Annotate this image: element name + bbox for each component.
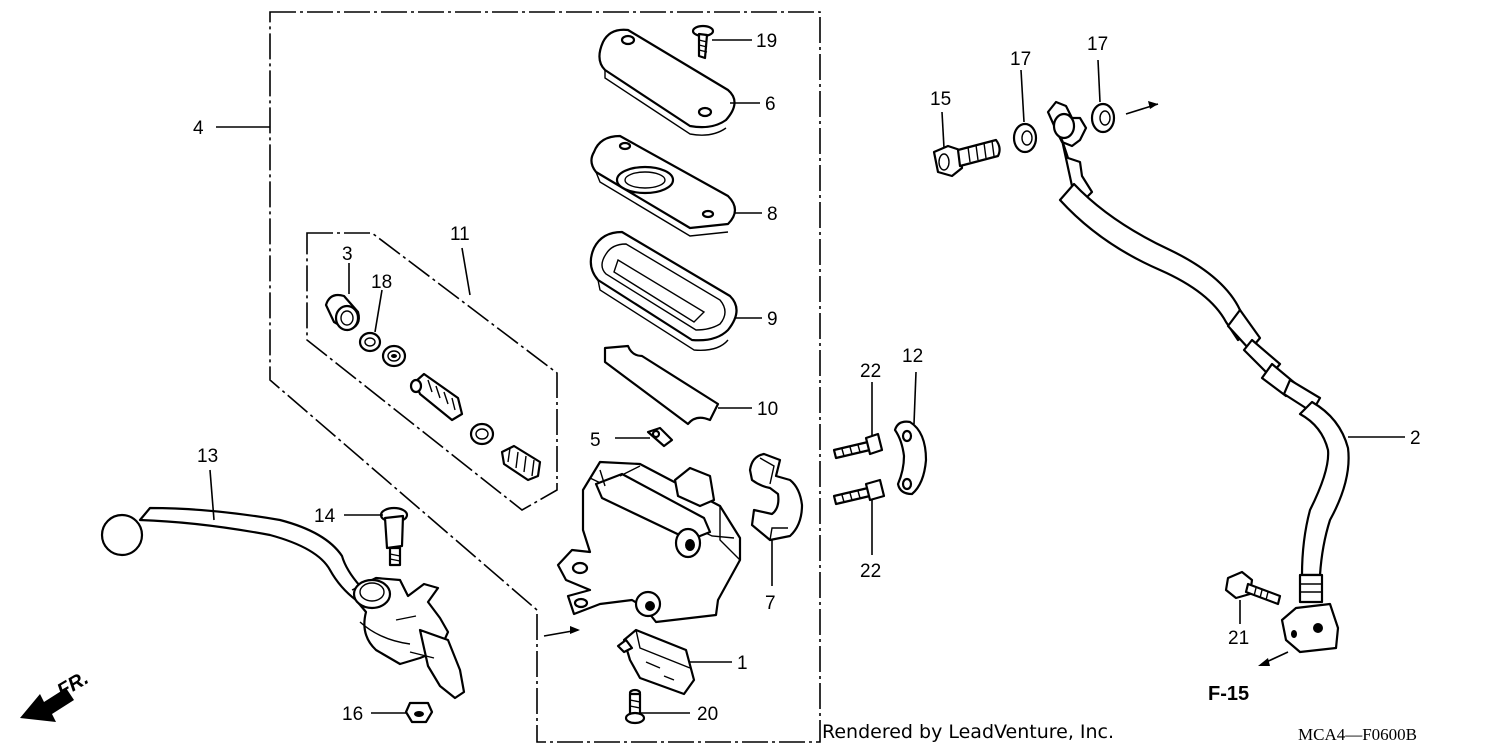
screw-16-icon — [404, 701, 434, 724]
callout-19: 19 — [756, 31, 777, 52]
piston-washer-icon — [381, 344, 407, 368]
direction-arrow-icon — [1125, 101, 1159, 115]
callout-17-right: 17 — [1087, 34, 1108, 55]
bolt-22-upper-icon — [832, 432, 884, 460]
piston-cup-icon — [469, 422, 495, 446]
callout-15: 15 — [930, 89, 951, 110]
callout-2: 2 — [1410, 428, 1421, 449]
assembly-outline-4 — [269, 11, 821, 743]
diaphragm-9-icon — [589, 230, 738, 351]
diaphragm-plate-8-icon — [590, 134, 737, 237]
callout-5: 5 — [590, 430, 601, 451]
circlip-18-icon — [358, 331, 382, 353]
sealing-washer-17-right-icon — [1090, 102, 1116, 134]
pivot-bolt-14-icon — [379, 506, 409, 567]
callout-22-lower: 22 — [860, 561, 881, 582]
brake-switch-1-icon — [616, 628, 696, 696]
brake-hose-2-icon — [1046, 100, 1350, 654]
banjo-bolt-15-icon — [932, 138, 1001, 178]
callout-9: 9 — [767, 309, 778, 330]
reservoir-cap-6-icon — [598, 28, 736, 136]
piston-icon — [409, 372, 464, 422]
float-plate-10-icon — [603, 344, 720, 426]
callout-20: 20 — [697, 704, 718, 725]
direction-arrow-icon — [543, 626, 580, 637]
callout-17-left: 17 — [1010, 49, 1031, 70]
clamp-plate-12-icon — [893, 420, 928, 496]
brake-lever-13-icon — [100, 506, 466, 700]
front-arrow-icon — [20, 688, 74, 722]
holder-7-icon — [748, 452, 804, 542]
callout-6: 6 — [765, 94, 776, 115]
bolt-21-icon — [1224, 570, 1282, 606]
callout-3: 3 — [342, 244, 353, 265]
clip-5-icon — [646, 426, 674, 448]
piston-spring-icon — [500, 444, 542, 482]
callout-21: 21 — [1228, 628, 1249, 649]
callout-4: 4 — [193, 118, 204, 139]
piston-boot-3-icon — [324, 293, 360, 332]
leader-lines — [209, 39, 1405, 714]
credit-text: Rendered by LeadVenture, Inc. — [822, 721, 1114, 743]
callout-18: 18 — [371, 272, 392, 293]
screw-19-icon — [691, 24, 715, 60]
direction-arrow-icon — [1258, 651, 1289, 666]
callout-11: 11 — [450, 224, 470, 245]
callout-12: 12 — [902, 346, 923, 367]
piston-kit-outline-11 — [306, 232, 558, 511]
callout-10: 10 — [757, 399, 778, 420]
callout-13: 13 — [197, 446, 218, 467]
bolt-22-lower-icon — [832, 478, 886, 506]
callout-14: 14 — [314, 506, 336, 527]
callout-22-upper: 22 — [860, 361, 881, 382]
section-ref: F-15 — [1208, 683, 1249, 705]
master-cylinder-body-icon — [556, 460, 742, 624]
callout-7: 7 — [765, 593, 776, 614]
callout-16: 16 — [342, 704, 363, 725]
callout-8: 8 — [767, 204, 778, 225]
diagram-code: MCA4—F0600B — [1298, 725, 1417, 744]
switch-screw-20-icon — [624, 688, 646, 725]
callout-1: 1 — [737, 653, 748, 674]
sealing-washer-17-left-icon — [1012, 122, 1038, 154]
